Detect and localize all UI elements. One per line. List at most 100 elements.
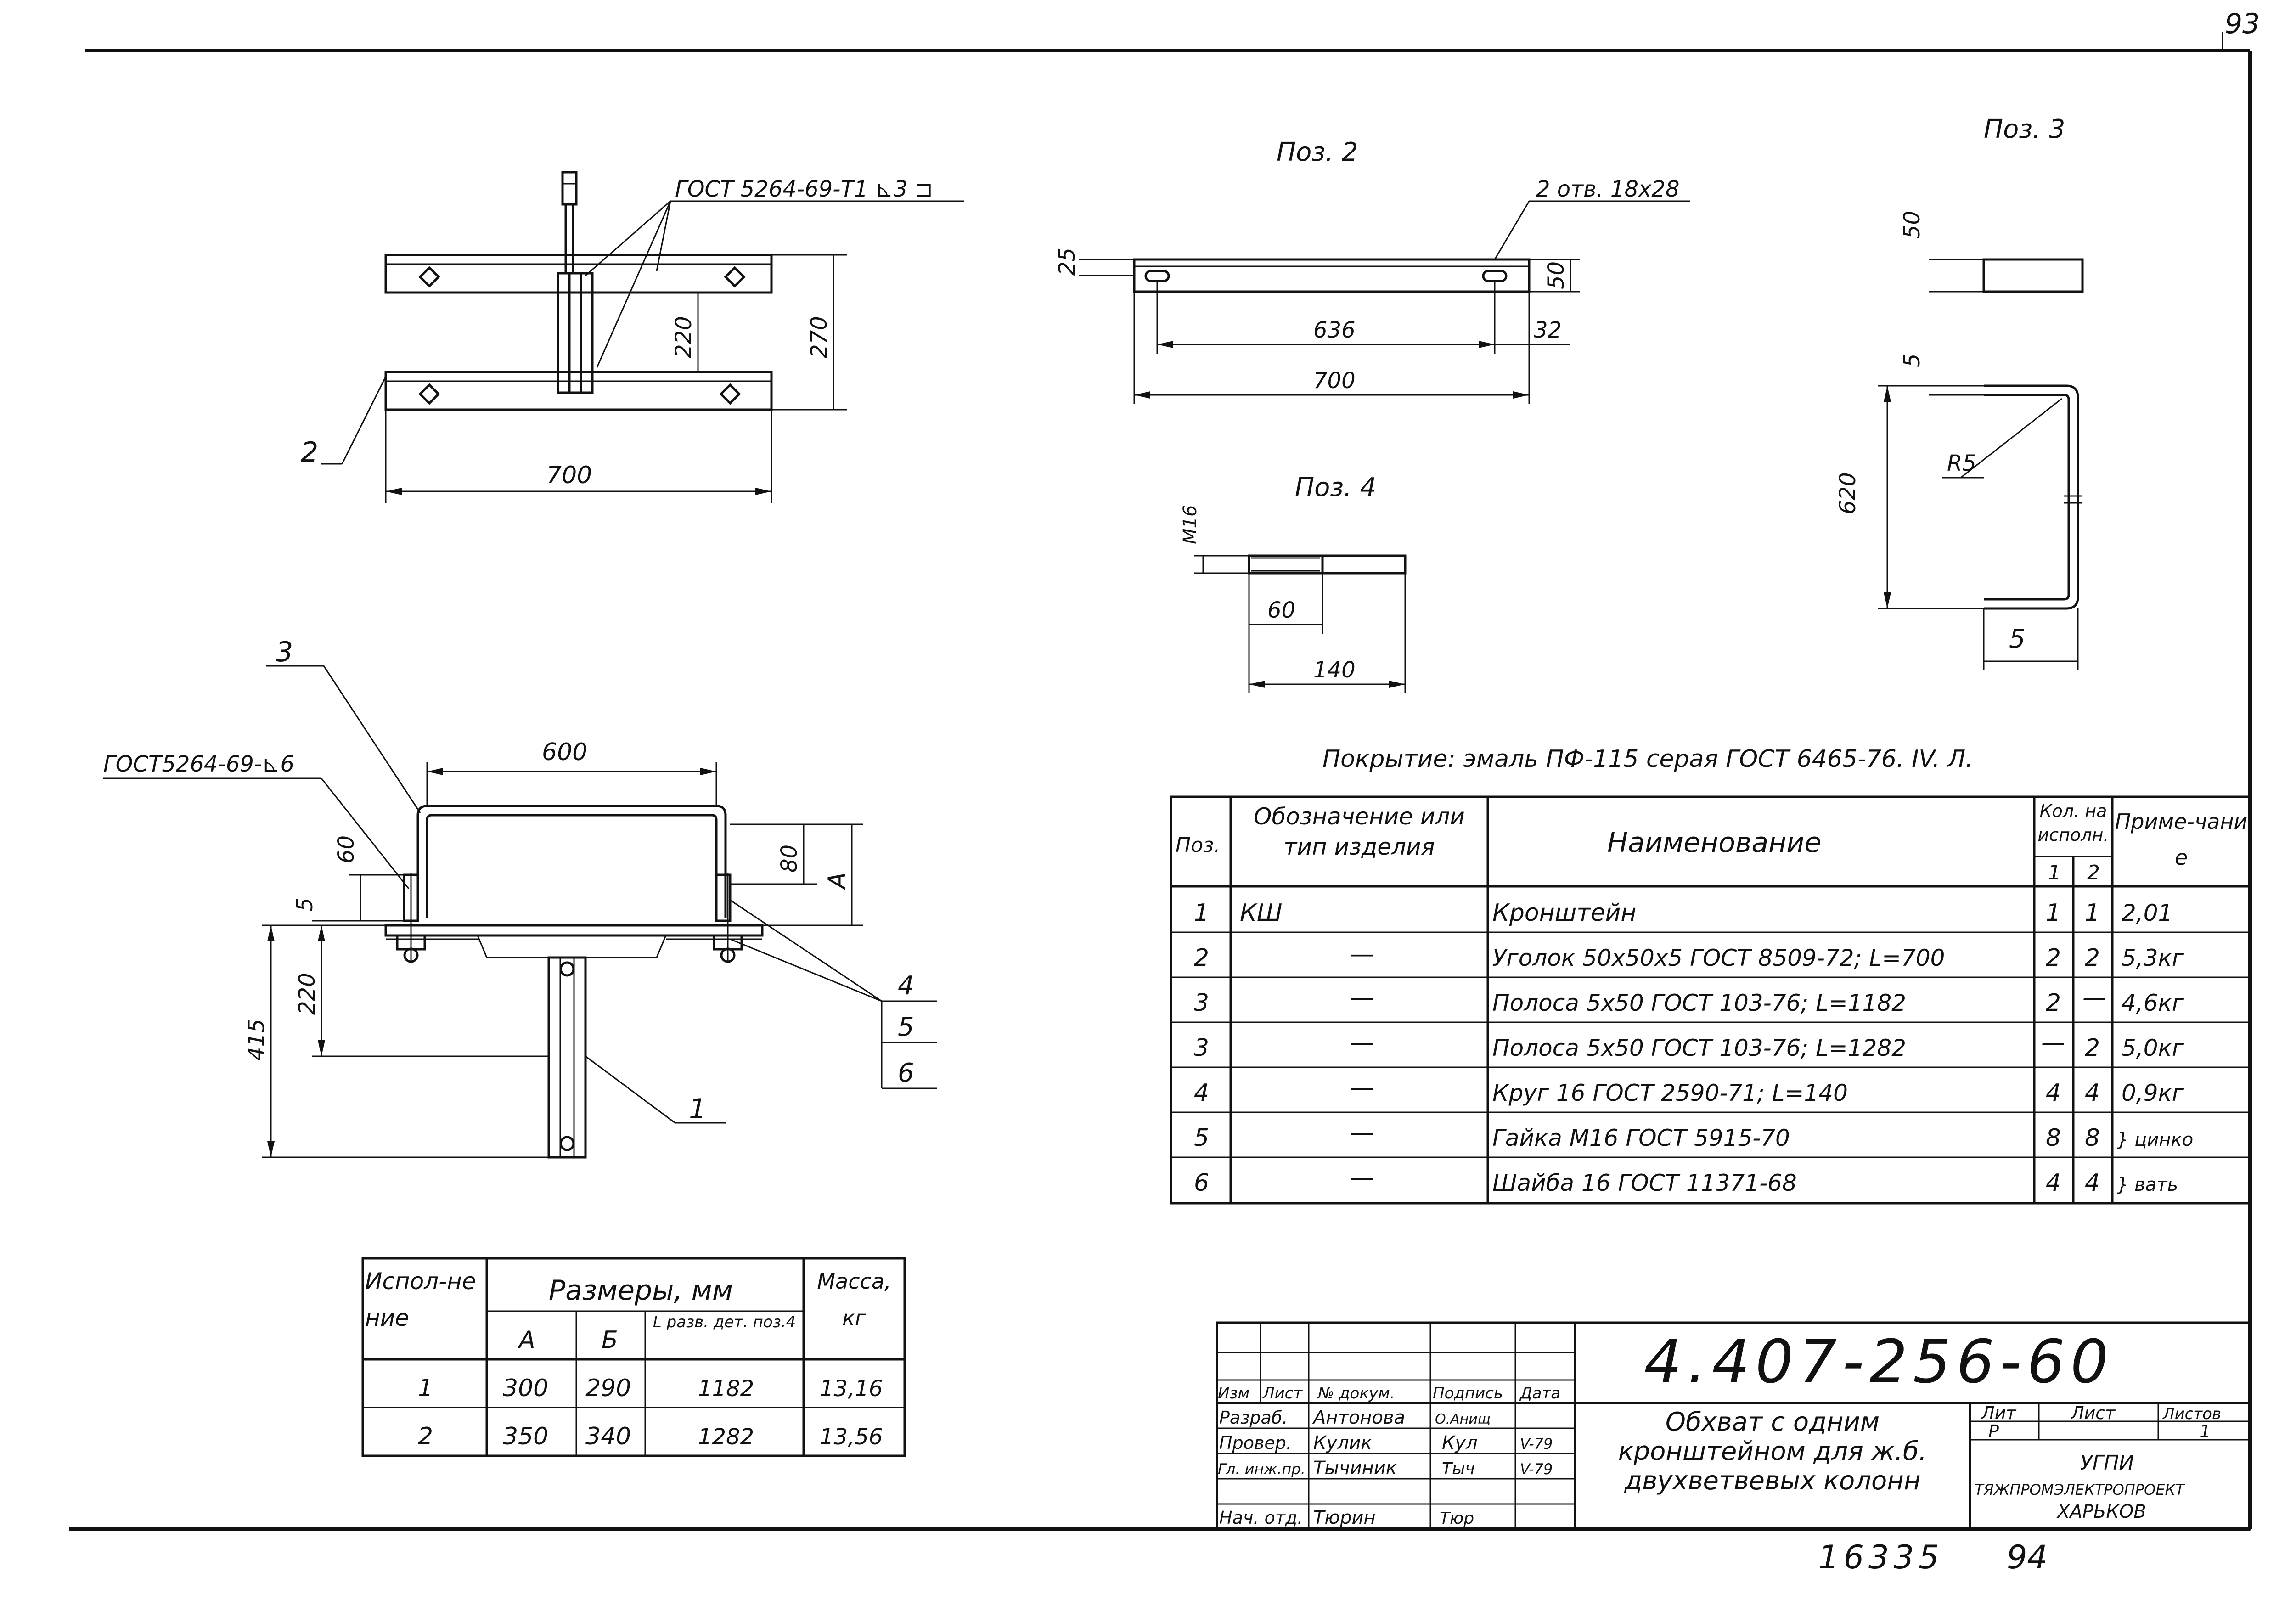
spec-cell-designation: КШ bbox=[1240, 899, 1283, 927]
size-header-l: L разв. дет. поз.4 bbox=[653, 1313, 796, 1331]
size-cell-variant: 1 bbox=[418, 1375, 433, 1402]
pos4-dim-60: 60 bbox=[1267, 597, 1295, 623]
spec-cell-q2: 1 bbox=[2085, 899, 2100, 927]
spec-cell-name: Кронштейн bbox=[1492, 899, 1636, 927]
spec-cell-pos: 3 bbox=[1194, 989, 1209, 1017]
pos2-dim-32: 32 bbox=[1534, 317, 1562, 343]
section-label-5: 5 bbox=[898, 1012, 914, 1042]
section-dim-220: 220 bbox=[294, 973, 320, 1015]
title-role-sign: Тюр bbox=[1440, 1509, 1474, 1528]
title-sheet-label: Лист bbox=[2070, 1403, 2116, 1423]
spec-cell-name: Гайка М16 ГОСТ 5915-70 bbox=[1492, 1125, 1790, 1151]
title-col-izm: Изм bbox=[1218, 1384, 1249, 1403]
section-dim-415: 415 bbox=[244, 1019, 270, 1061]
spec-cell-designation: — bbox=[1350, 1164, 1374, 1192]
spec-header-name: Наименование bbox=[1607, 827, 1821, 859]
size-header-variant-box: Испол-нение bbox=[365, 1268, 476, 1331]
main-dim-220: 220 bbox=[671, 316, 697, 358]
size-table bbox=[361, 1257, 906, 1457]
size-header-mass-box: Масса, кг bbox=[817, 1269, 891, 1330]
spec-cell-q2: — bbox=[2082, 984, 2106, 1012]
spec-cell-note: 5,3кг bbox=[2122, 945, 2184, 971]
title-role-row: Провер. Кулик Кул V-79 bbox=[1219, 1432, 1553, 1454]
title-org-2: ТЯЖПРОМЭЛЕКТРОПРОЕКТ bbox=[1975, 1481, 2185, 1499]
title-description-box: Обхват с одним кронштейном для ж.б. двух… bbox=[1618, 1408, 1927, 1496]
title-role-row: Разраб. Антонова О.Анищ bbox=[1219, 1407, 1491, 1428]
section-view bbox=[103, 665, 937, 1159]
title-role: Гл. инж.пр. bbox=[1218, 1460, 1306, 1478]
spec-cell-q1: 8 bbox=[2046, 1124, 2061, 1152]
spec-header-note-box: Приме-чание bbox=[2115, 809, 2248, 870]
main-top-view bbox=[321, 171, 964, 503]
section-dim-60: 60 bbox=[333, 835, 359, 863]
coating-note: Покрытие: эмаль ПФ-115 серая ГОСТ 6465-7… bbox=[1322, 745, 1973, 773]
title-block bbox=[1216, 1321, 2251, 1531]
title-lit-label: Лит bbox=[1981, 1403, 2017, 1423]
size-cell-variant: 2 bbox=[418, 1423, 433, 1450]
spec-cell-q1: — bbox=[2041, 1029, 2065, 1057]
pos3-view bbox=[1878, 258, 2084, 670]
spec-cell-pos: 5 bbox=[1194, 1124, 1209, 1152]
spec-header-qty-1: 1 bbox=[2048, 861, 2061, 885]
spec-cell-name: Круг 16 ГОСТ 2590-71; L=140 bbox=[1492, 1080, 1848, 1106]
spec-cell-q2: 8 bbox=[2085, 1124, 2100, 1152]
spec-cell-q1: 2 bbox=[2046, 944, 2061, 972]
spec-cell-pos: 4 bbox=[1194, 1079, 1209, 1107]
spec-cell-name: Полоса 5х50 ГОСТ 103-76; L=1182 bbox=[1492, 990, 1906, 1016]
spec-cell-q1: 4 bbox=[2046, 1169, 2061, 1197]
spec-cell-q1: 2 bbox=[2046, 989, 2061, 1017]
spec-cell-designation: — bbox=[1350, 1074, 1374, 1102]
spec-cell-designation: — bbox=[1350, 1029, 1374, 1057]
spec-cell-note: } цинко bbox=[2117, 1129, 2193, 1150]
section-gost-label: ГОСТ5264-69-⊾6 bbox=[103, 751, 294, 777]
pos4-view bbox=[1194, 554, 1407, 693]
spec-header-designation: Обозначение или тип изделия bbox=[1254, 803, 1465, 860]
spec-cell-note: 5,0кг bbox=[2122, 1035, 2184, 1061]
section-dim-80: 80 bbox=[777, 845, 802, 873]
spec-row: 3 — Полоса 5х50 ГОСТ 103-76; L=1282 — 2 … bbox=[1194, 1029, 2184, 1062]
section-label-6: 6 bbox=[898, 1058, 914, 1088]
spec-header-qty-2: 2 bbox=[2087, 861, 2100, 885]
size-header-mass: Масса, кг bbox=[817, 1269, 891, 1330]
section-dim-5: 5 bbox=[292, 897, 318, 912]
size-row: 1 300 290 1182 13,16 bbox=[418, 1375, 883, 1402]
title-org-1: УГПИ bbox=[2080, 1451, 2134, 1475]
title-role-name: Тычиник bbox=[1313, 1458, 1397, 1479]
title-col-sign: Подпись bbox=[1433, 1384, 1503, 1403]
pos4-dim-140: 140 bbox=[1313, 657, 1356, 683]
title-role-sign: Тыч bbox=[1442, 1459, 1475, 1478]
pos3-dim-5: 5 bbox=[1899, 353, 1925, 367]
section-dim-a: А bbox=[823, 872, 851, 890]
section-dim-600: 600 bbox=[542, 738, 587, 766]
size-cell-l: 1182 bbox=[698, 1376, 754, 1402]
bottom-number-right: 94 bbox=[2007, 1538, 2048, 1576]
size-header-l-box: L разв. дет. поз.4 bbox=[653, 1313, 796, 1331]
title-role-name: Кулик bbox=[1313, 1432, 1372, 1454]
spec-cell-q2: 4 bbox=[2085, 1079, 2100, 1107]
title-role-sign: Кул bbox=[1442, 1432, 1478, 1454]
pos3-dim-50: 50 bbox=[1899, 211, 1925, 239]
pos3-radius: R5 bbox=[1947, 451, 1976, 476]
main-dim-700: 700 bbox=[546, 462, 592, 489]
spec-row: 3 — Полоса 5х50 ГОСТ 103-76; L=1182 2 — … bbox=[1194, 984, 2184, 1017]
size-cell-l: 1282 bbox=[698, 1424, 754, 1450]
title-description: Обхват с одним кронштейном для ж.б. двух… bbox=[1618, 1408, 1927, 1496]
size-header-variant: Испол-нение bbox=[365, 1268, 476, 1331]
title-role-date: V-79 bbox=[1520, 1460, 1553, 1478]
spec-cell-q2: 2 bbox=[2085, 1034, 2100, 1062]
bottom-number-left: 16335 bbox=[1818, 1538, 1944, 1576]
pos2-dim-50: 50 bbox=[1543, 261, 1569, 289]
size-row: 2 350 340 1282 13,56 bbox=[418, 1423, 883, 1450]
spec-header-qty-box: Кол. на исполн. bbox=[2038, 801, 2109, 845]
title-role-name: Тюрин bbox=[1313, 1507, 1376, 1528]
spec-row: 1 КШ Кронштейн 1 1 2,01 bbox=[1194, 899, 2172, 927]
pos4-title: Поз. 4 bbox=[1295, 473, 1376, 502]
spec-cell-name: Шайба 16 ГОСТ 11371-68 bbox=[1492, 1170, 1797, 1196]
spec-cell-note: 0,9кг bbox=[2122, 1080, 2184, 1106]
spec-cell-note: 2,01 bbox=[2122, 900, 2172, 926]
title-role-name: Антонова bbox=[1312, 1407, 1405, 1428]
title-sheets-label: Листов bbox=[2162, 1405, 2221, 1423]
size-header-sizes: Размеры, мм bbox=[549, 1274, 733, 1307]
spec-cell-q1: 1 bbox=[2046, 899, 2061, 927]
